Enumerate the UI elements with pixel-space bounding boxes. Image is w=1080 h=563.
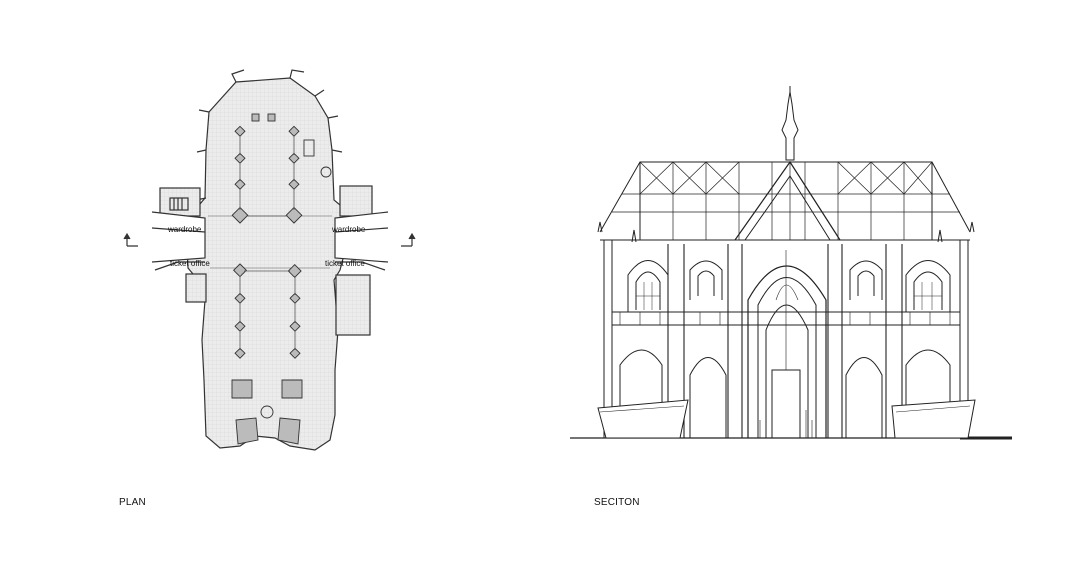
label-wardrobe-left: wardrobe — [167, 225, 202, 234]
section-elevation — [570, 86, 1012, 440]
label-ticket-office-right: ticket office — [325, 259, 365, 268]
floor-plan — [123, 69, 416, 451]
left-wing — [159, 187, 201, 217]
roof-structure — [599, 161, 971, 233]
section-caption: SECITON — [594, 497, 640, 508]
inserted-volume-right — [891, 399, 976, 439]
plan-caption: PLAN — [119, 497, 146, 508]
right-wing — [339, 185, 373, 217]
inserted-volume-left — [597, 399, 689, 439]
label-wardrobe-right: wardrobe — [331, 225, 366, 234]
spire — [781, 91, 799, 161]
label-ticket-office-left: ticket office — [170, 259, 210, 268]
plan-piers — [231, 113, 332, 445]
